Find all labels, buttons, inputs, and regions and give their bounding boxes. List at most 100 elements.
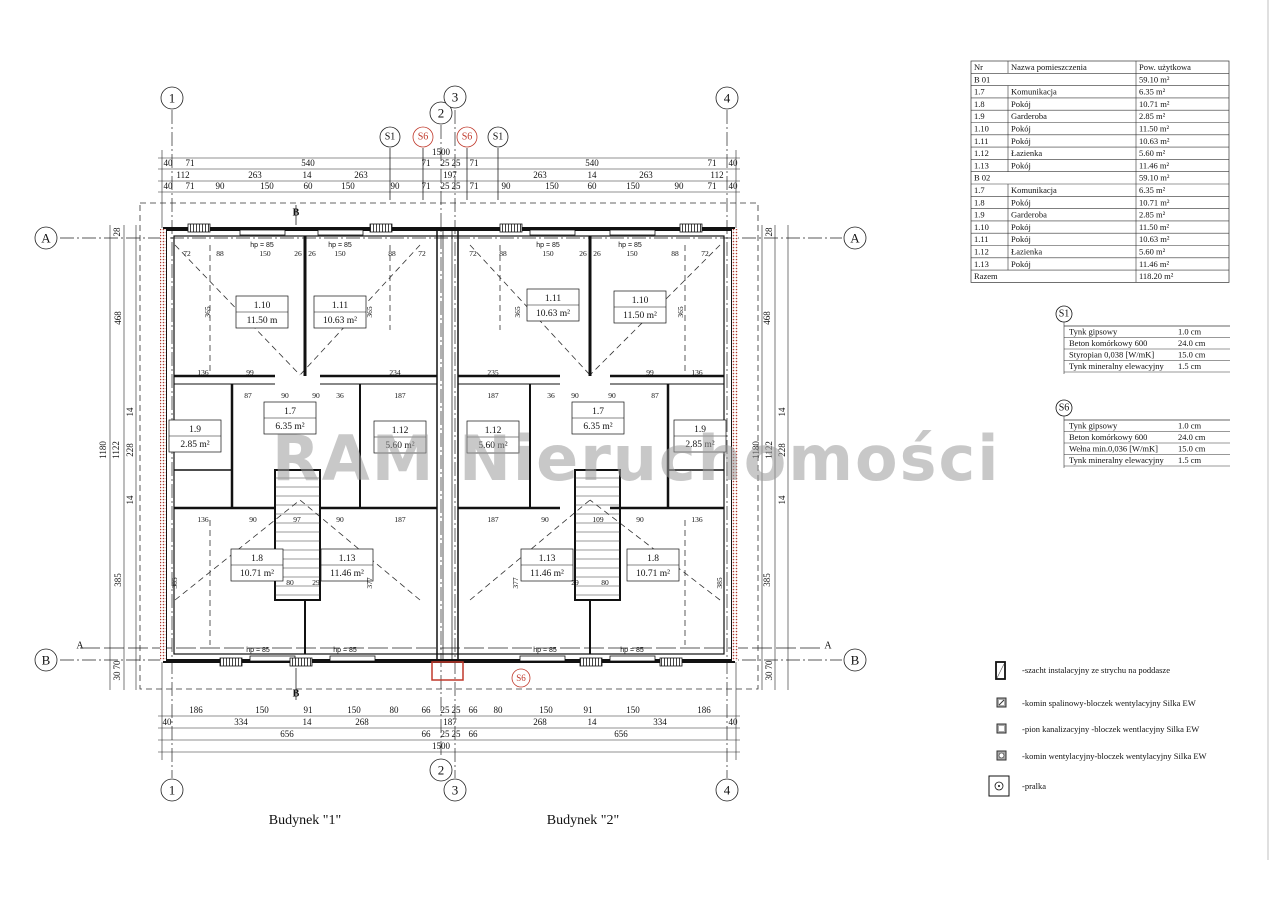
interior-dimension: 90	[312, 391, 320, 400]
interior-dimension: 97	[293, 515, 301, 524]
interior-dimension: 365	[203, 306, 212, 318]
table-header: Nazwa pomieszczenia	[1011, 62, 1087, 72]
dimension-label: 66	[469, 729, 479, 739]
room-area: 10.71 m²	[636, 569, 670, 579]
dimension-label: 71	[422, 158, 431, 168]
dimension-label: 90	[216, 181, 226, 191]
dimension-label: 70	[112, 660, 122, 670]
wall-layer-thickness: 24.0 cm	[1178, 432, 1206, 442]
dimension-label: 150	[545, 181, 559, 191]
interior-dimension: 365	[513, 306, 522, 318]
table-cell: Pokój	[1011, 197, 1031, 207]
dimension-label: 25	[452, 705, 462, 715]
room-number: 1.8	[251, 554, 263, 564]
room-label: 1.8 10.71 m²	[230, 548, 284, 582]
interior-dimension: 90	[636, 515, 644, 524]
room-label: 1.8 10.71 m²	[626, 548, 680, 582]
room-number: 1.12	[392, 426, 409, 436]
axis-3-bottom: 3	[452, 783, 459, 798]
interior-dimension: 187	[394, 391, 406, 400]
section-s6-right: S6	[462, 132, 473, 143]
dimension-label: 263	[248, 170, 262, 180]
interior-dimension: 90	[571, 391, 579, 400]
dimension-label: 150	[626, 705, 640, 715]
dimension-label: 14	[777, 407, 787, 417]
dimension-label: 28	[764, 227, 774, 237]
wall-layer-thickness: 1.0 cm	[1178, 421, 1202, 431]
building-1-label: Budynek "1"	[269, 813, 341, 828]
interior-dimension: 29	[312, 578, 320, 587]
dimension-label: 28	[112, 227, 122, 237]
axis-4-top: 4	[724, 91, 731, 106]
sill-height-notes: hp = 85 hp = 85 hp = 85 hp = 85 hp = 85 …	[246, 242, 644, 654]
dimension-label: 25	[441, 729, 451, 739]
section-cut-a-right: A	[824, 641, 832, 652]
table-cell: Łazienka	[1011, 148, 1042, 158]
interior-dimension: 187	[394, 515, 406, 524]
dimension-label: 30	[764, 671, 774, 681]
dimension-label: 70	[764, 660, 774, 670]
interior-dimension: 26	[294, 249, 302, 258]
interior-dimension: 365	[676, 306, 685, 318]
table-header: Pow. użytkowa	[1139, 62, 1191, 72]
room-number: 1.8	[647, 554, 659, 564]
dimension-label: 14	[303, 717, 313, 727]
building-2-label: Budynek "2"	[547, 813, 619, 828]
interior-dimension: 150	[259, 249, 271, 258]
dimension-label: 540	[585, 158, 599, 168]
interior-dimension: 72	[183, 249, 191, 258]
section-s1-left: S1	[385, 132, 396, 143]
table-header: Nr	[974, 62, 983, 72]
table-cell: 1.7	[974, 185, 985, 195]
axis-a-left: A	[41, 231, 51, 246]
dimension-label: 71	[708, 181, 717, 191]
table-cell: 2.85 m²	[1139, 111, 1166, 121]
table-cell: Pokój	[1011, 99, 1031, 109]
wall-layer-name: Beton komórkowy 600	[1069, 338, 1147, 348]
interior-dimension: 136	[197, 515, 209, 524]
interior-dimension: 234	[389, 368, 401, 377]
dimension-label: 468	[113, 311, 123, 325]
room-area: 2.85 m²	[685, 440, 714, 450]
table-cell: 5.60 m²	[1139, 148, 1166, 158]
hp-note: hp = 85	[533, 647, 557, 654]
axis-3-top: 3	[452, 90, 459, 105]
interior-dimension: 365	[365, 306, 374, 318]
chimney-red	[431, 661, 464, 681]
room-area: 6.35 m²	[275, 422, 304, 432]
interior-dimension: 72	[418, 249, 426, 258]
dimension-label: 14	[125, 407, 135, 417]
interior-dimension: 36	[336, 391, 344, 400]
wall-layer-name: Tynk mineralny elewacyjny	[1069, 455, 1165, 465]
table-cell: Garderoba	[1011, 111, 1047, 121]
wall-layer-thickness: 1.0 cm	[1178, 327, 1202, 337]
room-number: 1.9	[189, 425, 201, 435]
table-cell: Komunikacja	[1011, 185, 1057, 195]
wall-layer-thickness: 1.5 cm	[1178, 455, 1202, 465]
interior-dimension: 150	[334, 249, 346, 258]
insulation-hatch-right	[732, 229, 738, 661]
table-cell: Razem	[974, 271, 998, 281]
wall-type-label: S1	[1059, 309, 1070, 320]
wall-layer-name: Beton komórkowy 600	[1069, 432, 1147, 442]
room-number: 1.7	[284, 407, 296, 417]
hp-note: hp = 85	[246, 647, 270, 654]
dimension-label: 150	[341, 181, 355, 191]
table-cell: Pokój	[1011, 259, 1031, 269]
room-area: 10.71 m²	[240, 569, 274, 579]
axis-b-left: B	[42, 653, 51, 668]
stairs	[275, 477, 620, 596]
windows	[187, 223, 703, 667]
dimension-label: 80	[494, 705, 504, 715]
dimension-label: 40	[729, 158, 739, 168]
axis-b-right: B	[851, 653, 860, 668]
dimension-label: 14	[588, 170, 598, 180]
section-cut-b-top: B	[293, 208, 300, 219]
axis-labels: 1 1 2 2 3 3 4 4 A A B B S1 S1 S6 S6 S6 B…	[41, 90, 860, 798]
dimension-label: 228	[125, 443, 135, 457]
flue-chimney-icon	[996, 697, 1007, 708]
room-label: 1.125.60 m²	[373, 420, 427, 454]
